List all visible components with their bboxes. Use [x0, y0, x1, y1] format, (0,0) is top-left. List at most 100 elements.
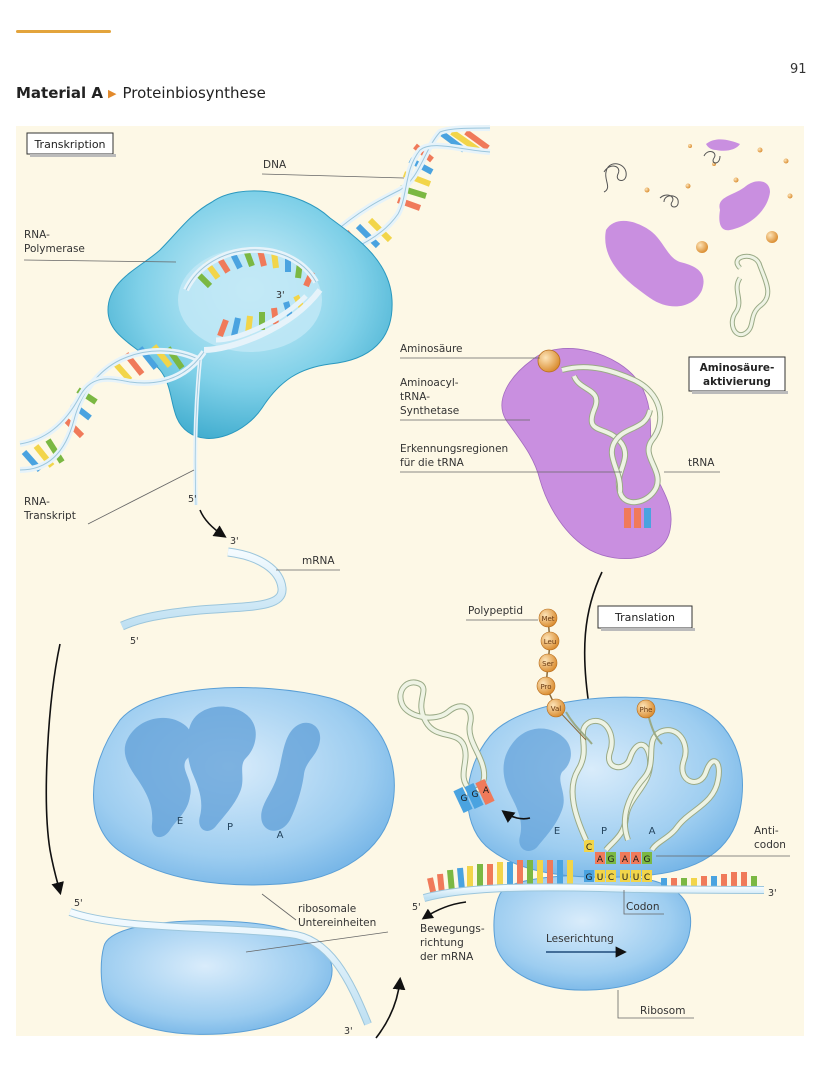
- synthetase-label-line1: Aminoacyl-: [400, 377, 459, 389]
- free-amino-acids: [644, 144, 793, 253]
- free-trna-tangles: [603, 151, 721, 208]
- mrna-5prime-label: 5': [130, 636, 139, 647]
- synthetase-label-line3: Synthetase: [400, 405, 459, 417]
- codon-base-6: C: [644, 873, 650, 883]
- mrna-3prime-label: 3': [230, 536, 239, 547]
- ribosome-site-e: E: [554, 826, 560, 837]
- bubble-3prime-label: 3': [276, 290, 285, 301]
- transcript-arrow: [199, 509, 227, 538]
- subunit-site-e: E: [177, 816, 183, 827]
- subunits-to-ribosome-arrow: [375, 976, 406, 1039]
- amino-acid-phe: [636, 699, 656, 719]
- aa-label-leu: Leu: [544, 638, 557, 646]
- subunit-site-a: A: [277, 830, 284, 841]
- ribosome-mrna: [422, 860, 765, 902]
- recognition-label-line2: für die tRNA: [400, 457, 465, 469]
- rna-transcript-label-line2: Transkript: [23, 510, 76, 522]
- aa-label-met: Met: [541, 615, 554, 623]
- synthetase-label-line2: tRNA-: [400, 391, 430, 403]
- aa-label-phe: Phe: [640, 706, 653, 714]
- exit-arrow: [501, 810, 531, 823]
- subunit-site-p: P: [227, 822, 233, 833]
- codon-anticodon-pairs: C A G A A G G U C U U C: [584, 840, 652, 883]
- decorative-top-line: [16, 30, 111, 33]
- ribosome-site-p: P: [601, 826, 607, 837]
- translation-box-label: Translation: [614, 611, 675, 624]
- transcription-section: 3' 5' 3': [19, 125, 491, 647]
- activation-box-line2: aktivierung: [703, 376, 771, 388]
- movement-label-line2: richtung: [420, 937, 464, 949]
- amino-acid-label: Aminosäure: [400, 343, 463, 355]
- anticodon-right-base-1: A: [622, 855, 629, 865]
- topic-title: Proteinbiosynthese: [122, 84, 266, 102]
- trna-label: tRNA: [688, 457, 715, 469]
- ribosomal-subunits-label-line2: Untereinheiten: [298, 917, 376, 929]
- codon-base-3: C: [608, 873, 614, 883]
- exiting-trna-anticodon: G G A: [453, 779, 495, 813]
- amino-acid-pro: [536, 676, 556, 696]
- rna-polymerase: [107, 190, 393, 439]
- transcription-bubble: 3': [183, 247, 323, 353]
- dna-label: DNA: [263, 159, 287, 171]
- mrna-to-subunits-arrow: [45, 643, 64, 896]
- amino-acid-ball: [537, 349, 561, 373]
- anticodon-right-base-3: G: [644, 855, 651, 865]
- polypeptide-label: Polypeptid: [468, 605, 523, 617]
- page-number: 91: [790, 62, 807, 77]
- recognition-label-line1: Erkennungsregionen: [400, 443, 508, 455]
- movement-label-line3: der mRNA: [420, 951, 474, 963]
- dna-helix-lower: [19, 344, 207, 473]
- small-ribosomal-subunit: [100, 920, 333, 1035]
- transcription-box-label: Transkription: [33, 138, 105, 151]
- ribosome-mrna-5prime: 5': [412, 902, 421, 913]
- anticodon-left-base-1: C: [586, 843, 592, 853]
- rna-polymerase-label-line1: RNA-: [24, 229, 50, 241]
- activation-to-translation-arrow: [582, 571, 603, 716]
- codon-base-5: U: [633, 873, 640, 883]
- amino-acid-met: [538, 608, 558, 628]
- codon-label: Codon: [626, 901, 660, 913]
- exit-base-3: A: [483, 786, 490, 796]
- transcript-5prime-label: 5': [188, 494, 197, 505]
- movement-label-line1: Bewegungs-: [420, 923, 485, 935]
- codon-base-4: U: [622, 873, 629, 883]
- arrow-icon: ▶: [108, 87, 117, 100]
- aa-label-ser: Ser: [542, 660, 554, 668]
- exit-base-1: G: [461, 794, 468, 804]
- free-trna: [729, 253, 771, 338]
- aa-label-pro: Pro: [540, 683, 551, 691]
- charged-trna: [561, 364, 664, 505]
- rna-polymerase-label-line2: Polymerase: [24, 243, 85, 255]
- anticodon-left-base-3: G: [608, 855, 615, 865]
- anticodon-label-line1: Anti-: [754, 825, 779, 837]
- amino-acid-ser: [538, 653, 558, 673]
- ribosome-label: Ribosom: [640, 1005, 685, 1017]
- ribosome-site-a: A: [649, 826, 656, 837]
- synthetase-anticodon: [624, 508, 651, 528]
- polypeptide-chain: Met Leu Ser Pro Val Phe: [536, 608, 656, 741]
- free-synthetase-large: [605, 220, 704, 307]
- material-label: Material A: [16, 84, 104, 102]
- anticodon-left-base-2: A: [597, 855, 604, 865]
- activation-section: Aminosäure Aminoacyl- tRNA- Synthetase E…: [400, 139, 793, 716]
- ribosome-trnas: [565, 711, 722, 852]
- exiting-trna: [397, 679, 488, 794]
- ribosomal-subunits-section: E P A 5' 3' ribosomale Untereinheiten: [45, 643, 406, 1039]
- amino-acid-val: [546, 698, 566, 718]
- mrna-label: mRNA: [302, 555, 335, 567]
- anticodon-right-base-2: A: [633, 855, 640, 865]
- subunit-mrna-3prime: 3': [344, 1026, 353, 1037]
- aa-label-val: Val: [551, 705, 562, 713]
- activation-box-line1: Aminosäure-: [700, 362, 775, 374]
- ribosome-e-site-cavity: [503, 728, 571, 851]
- free-synthetase-small: [706, 139, 740, 151]
- codon-base-1: G: [586, 873, 593, 883]
- translation-section: C A G A A G G U C U U C: [397, 605, 790, 1019]
- codon-base-2: U: [597, 873, 604, 883]
- anticodon-label-line2: codon: [754, 839, 786, 851]
- ribosomal-subunits-label-line1: ribosomale: [298, 903, 356, 915]
- rna-transcript-label-line1: RNA-: [24, 496, 50, 508]
- free-synthetase-medium: [719, 181, 770, 231]
- amino-acid-leu: [540, 631, 560, 651]
